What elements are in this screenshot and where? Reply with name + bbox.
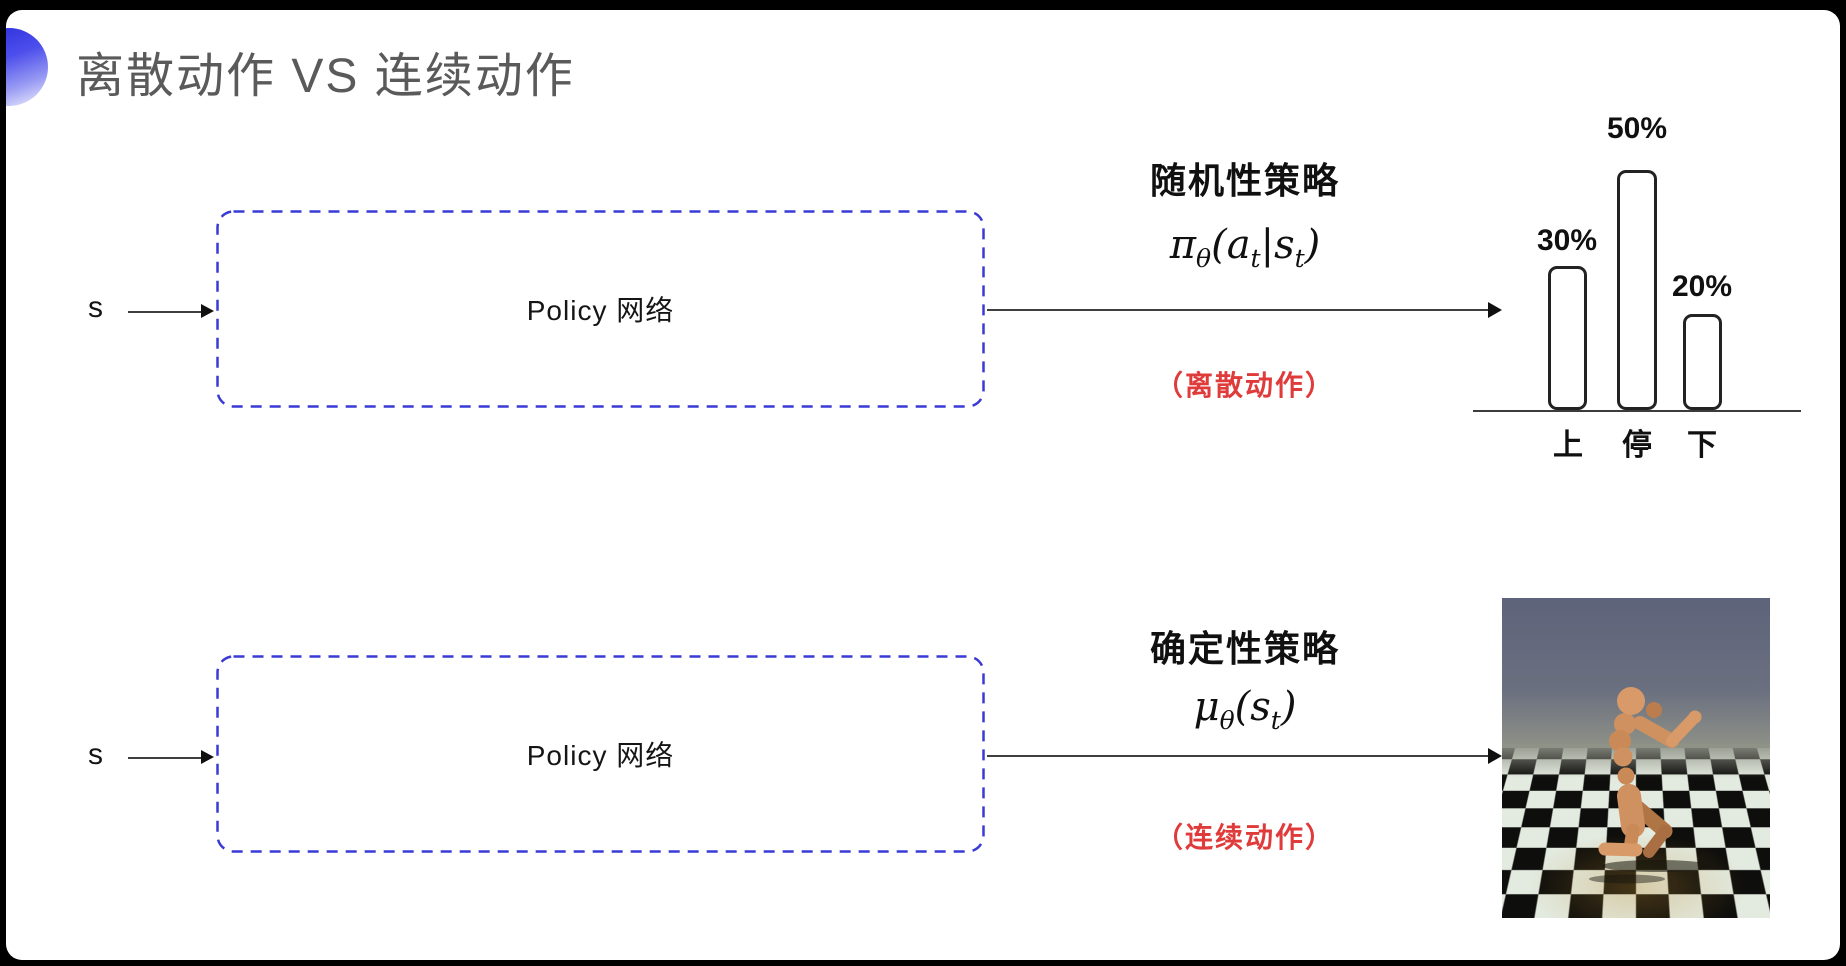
policy-type-label-deterministic: 确定性策略 <box>1149 628 1340 669</box>
action-type-note-continuous: （连续动作） <box>1154 822 1335 853</box>
bar-value-label-stop: 50% <box>1606 112 1668 145</box>
bar-stop <box>1617 170 1657 410</box>
state-input-label-2: s <box>88 738 103 771</box>
bar-down <box>1683 314 1722 410</box>
bar-value-label-up: 30% <box>1536 224 1598 257</box>
dashed-border <box>216 210 985 408</box>
input-arrow-2 <box>128 757 204 759</box>
policy-formula-stochastic: πθ(at|st) <box>1095 222 1395 273</box>
input-arrow-1 <box>128 311 204 313</box>
bar-category-label-stop: 停 <box>1622 429 1652 462</box>
title-accent-icon <box>6 28 48 106</box>
bar-value-label-down: 20% <box>1671 270 1733 303</box>
policy-formula-deterministic: μθ(st) <box>1095 684 1395 735</box>
formula-part: s <box>1250 684 1271 730</box>
formula-part: | <box>1260 222 1275 268</box>
slide-canvas: 离散动作 VS 连续动作 s Policy 网络 随机性策略 πθ(at|st)… <box>6 10 1840 960</box>
bar-category-label-up: 上 <box>1553 429 1583 462</box>
policy-network-box-2: Policy 网络 <box>216 655 985 853</box>
chart-baseline <box>1473 410 1801 412</box>
output-arrow-1 <box>987 309 1489 311</box>
bar-category-label-down: 下 <box>1687 429 1717 462</box>
state-input-label-1: s <box>88 291 103 324</box>
input-arrowhead-2 <box>201 750 214 764</box>
policy-type-label-stochastic: 随机性策略 <box>1149 160 1340 201</box>
humanoid-simulation-image <box>1502 598 1770 918</box>
page-title: 离散动作 VS 连续动作 <box>76 50 575 103</box>
figure-shadow-2 <box>1589 874 1665 884</box>
policy-network-box-1: Policy 网络 <box>216 210 985 408</box>
formula-part: ( <box>1234 684 1251 730</box>
input-arrowhead-1 <box>201 304 214 318</box>
formula-symbol: π <box>1169 222 1197 268</box>
formula-part: s <box>1274 222 1295 268</box>
figure-shadow <box>1602 860 1712 872</box>
policy-network-label-2: Policy 网络 <box>526 740 675 771</box>
formula-symbol: μ <box>1193 684 1220 730</box>
formula-subscript: t <box>1250 244 1261 273</box>
formula-subscript: θ <box>1196 244 1212 273</box>
action-probability-chart: 30% 50% 20% 上 停 下 <box>1460 100 1820 462</box>
dashed-border <box>216 655 985 853</box>
output-arrowhead-2 <box>1488 748 1502 764</box>
output-arrowhead-1 <box>1488 302 1502 318</box>
formula-subscript: t <box>1294 244 1305 273</box>
action-type-note-discrete: （离散动作） <box>1154 370 1335 401</box>
humanoid-figure <box>1589 687 1712 884</box>
formula-part: ) <box>1304 222 1321 268</box>
formula-part: a <box>1226 222 1251 268</box>
formula-part: ( <box>1211 222 1227 268</box>
formula-subscript: t <box>1270 706 1281 735</box>
formula-subscript: θ <box>1219 706 1235 735</box>
formula-part: ) <box>1280 684 1297 730</box>
horizon-haze <box>1502 744 1770 778</box>
policy-network-label-1: Policy 网络 <box>526 295 675 326</box>
output-arrow-2 <box>987 755 1489 757</box>
bar-up <box>1548 266 1587 410</box>
